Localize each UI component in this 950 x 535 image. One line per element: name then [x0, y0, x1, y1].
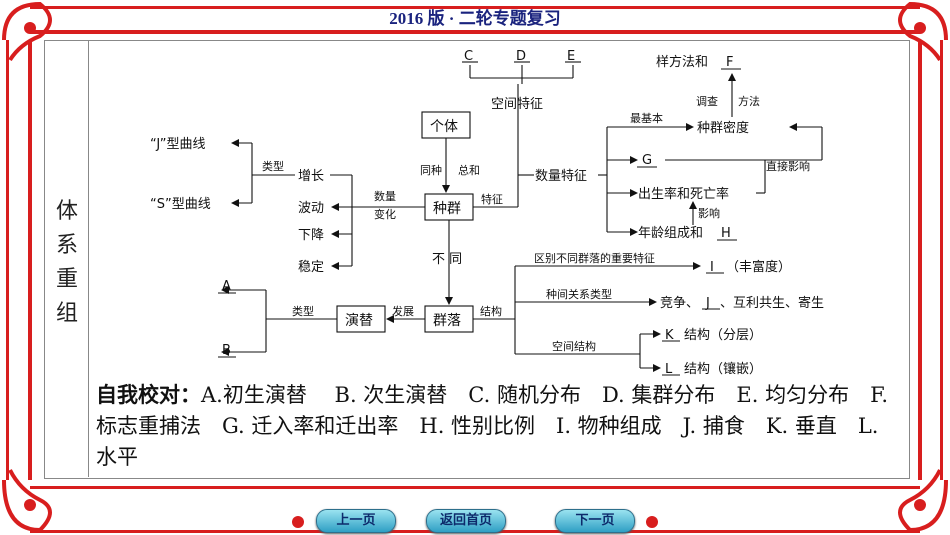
header-title: 2016 版 · 二轮专题复习 [389, 9, 561, 28]
blank-b: B [222, 343, 231, 358]
survey-label: 调查 [696, 94, 718, 108]
stable-label: 稳定 [298, 259, 324, 275]
quantity-change-label-2: 变化 [374, 207, 396, 221]
blank-g: G [642, 153, 652, 168]
spatial-structure-label: 空间结构 [552, 339, 596, 353]
feature-label: 特征 [481, 192, 503, 206]
community-label: 群落 [433, 313, 461, 329]
develop-label: 发展 [392, 304, 414, 318]
decline-label: 下降 [298, 228, 324, 243]
mosaic-label: 结构（镶嵌） [684, 361, 762, 377]
spatial-feature-label: 空间特征 [491, 97, 543, 112]
blank-i: I [710, 260, 714, 275]
answer-label: 自我校对： [96, 383, 201, 407]
blank-a: A [222, 279, 231, 294]
compete-label: 竞争、 [660, 295, 699, 311]
structure-label: 结构 [480, 304, 502, 318]
sum-label: 总和 [458, 163, 480, 177]
most-basic-label: 最基本 [630, 111, 663, 125]
not-same-label: 不 同 [432, 252, 462, 267]
answer-text: A.初生演替 B. 次生演替 C. 随机分布 D. 集群分布 E. 均匀分布 F… [96, 383, 889, 469]
richness-label: （丰富度） [726, 259, 791, 275]
blank-h: H [721, 226, 731, 241]
prev-page-button[interactable]: 上一页 [316, 509, 396, 533]
content-panel [44, 40, 910, 479]
blank-j: J [705, 296, 710, 311]
answer-block: 自我校对：A.初生演替 B. 次生演替 C. 随机分布 D. 集群分布 E. 均… [96, 380, 902, 473]
j-curve-label: “J”型曲线 [150, 137, 206, 152]
next-page-button[interactable]: 下一页 [555, 509, 635, 533]
increase-label: 增长 [298, 169, 324, 184]
age-sex-label: 年龄组成和 [638, 226, 703, 241]
method-label: 方法 [738, 94, 760, 108]
influence-label: 影响 [698, 207, 720, 220]
quantity-feature-label: 数量特征 [535, 169, 587, 184]
sampling-method-label: 样方法和 [656, 54, 708, 70]
same-species-label: 同种 [420, 163, 442, 177]
blank-k: K [665, 328, 674, 343]
birth-death-label: 出生率和死亡率 [638, 186, 729, 202]
side-title: 体系重组 [56, 199, 79, 326]
side-column [44, 40, 89, 477]
blank-d: D [516, 49, 526, 64]
type-label-2: 类型 [292, 304, 314, 318]
blank-e: E [567, 49, 575, 64]
layered-label: 结构（分层） [684, 328, 762, 343]
population-label: 种群 [433, 201, 461, 217]
diff-feature-label: 区别不同群落的重要特征 [534, 251, 655, 265]
blank-f: F [726, 55, 733, 70]
succession-label: 演替 [345, 313, 373, 329]
quantity-change-label-1: 数量 [374, 190, 396, 203]
home-page-button[interactable]: 返回首页 [426, 509, 506, 533]
s-curve-label: “S”型曲线 [150, 197, 211, 212]
type-label-1: 类型 [262, 159, 284, 173]
blank-l: L [665, 362, 673, 377]
interspecies-label: 种间关系类型 [546, 287, 612, 301]
fluctuate-label: 波动 [298, 201, 324, 216]
direct-influence-label: 直接影响 [766, 159, 810, 173]
pop-density-label: 种群密度 [697, 120, 749, 136]
individual-label: 个体 [430, 119, 458, 135]
blank-c: C [464, 49, 473, 64]
mutual-label: 、互利共生、寄生 [720, 295, 824, 311]
